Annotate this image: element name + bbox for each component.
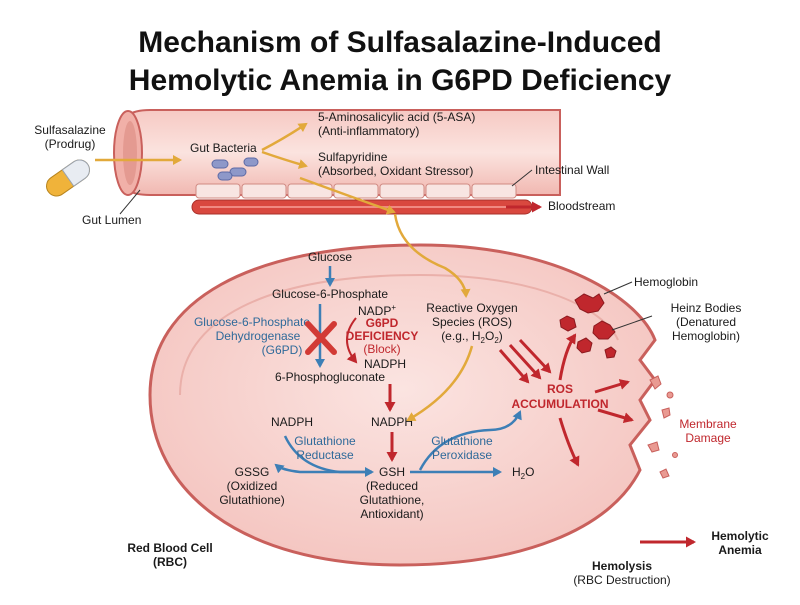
asa-name: 5-Aminosalicylic acid (5-ASA) <box>318 110 475 124</box>
deficiency-line-2: DEFICIENCY <box>346 329 419 343</box>
ros-accumulation-line-1: ROS <box>547 382 573 396</box>
gsh-line-1: GSH <box>379 465 405 479</box>
capsule-icon <box>46 159 90 197</box>
gsh-line-3: Glutathione, <box>360 493 425 507</box>
hemoglobin-clump-icon <box>559 293 617 359</box>
heinz-line-1: Heinz Bodies <box>671 301 742 315</box>
ros-accumulation-line-2: ACCUMULATION <box>511 397 608 411</box>
gr-line-1: Glutathione <box>294 434 356 448</box>
hemolysis-line-2: (RBC Destruction) <box>573 573 670 587</box>
block-label: (Block) <box>363 342 400 356</box>
membrane-fragments <box>647 375 678 479</box>
gsh-line-2: (Reduced <box>366 479 418 493</box>
heinz-line-2: (Denatured <box>676 315 736 329</box>
cell-label-line-2: (RBC) <box>153 555 187 569</box>
gp-line-1: Glutathione <box>431 434 493 448</box>
arrow-ros-to-hemoglobin <box>558 333 577 381</box>
gssg-line-2: (Oxidized <box>227 479 278 493</box>
arrow-ros-to-nadph <box>406 345 474 422</box>
ros-line-1: Reactive Oxygen <box>426 301 517 315</box>
g6p-label: Glucose-6-Phosphate <box>272 287 388 301</box>
gssg-line-3: Glutathione) <box>219 493 284 507</box>
anemia-line-2: Anemia <box>718 543 762 557</box>
x-block-icon <box>305 321 337 355</box>
arrow-vessel-to-ros <box>393 213 471 298</box>
drug-name: Sulfasalazine <box>34 123 106 137</box>
nadp-label: NADP+ <box>358 303 396 318</box>
drug-note: (Prodrug) <box>45 137 96 151</box>
bacteria-icon <box>211 157 259 181</box>
sulfa-note: (Absorbed, Oxidant Stressor) <box>318 164 473 178</box>
nadph-top-label: NADPH <box>364 357 406 371</box>
deficiency-line-1: G6PD <box>366 316 399 330</box>
gp-line-2: Peroxidase <box>432 448 492 462</box>
title-line-1: Mechanism of Sulfasalazine-Induced <box>138 26 661 59</box>
ros-burst-arrows <box>498 338 552 384</box>
hemoglobin-label: Hemoglobin <box>634 275 698 289</box>
arrow-gssg-back <box>274 463 372 474</box>
intestinal-wall <box>195 183 517 199</box>
arrow-ros-to-membrane-1 <box>594 379 630 394</box>
arrow-ros-to-membrane-2 <box>597 408 634 424</box>
asa-note: (Anti-inflammatory) <box>318 124 419 138</box>
h2o-label: H2O <box>512 465 534 481</box>
gssg-line-1: GSSG <box>235 465 270 479</box>
gr-line-2: Reductase <box>296 448 354 462</box>
membrane-line-1: Membrane <box>679 417 737 431</box>
enzyme-line-3: (G6PD) <box>262 343 303 357</box>
cell-label-line-1: Red Blood Cell <box>127 541 212 555</box>
enzyme-line-2: Dehydrogenase <box>216 329 301 343</box>
arrow-nadp-to-nadph <box>346 317 358 364</box>
pg-label: 6-Phosphogluconate <box>275 370 385 384</box>
arrow-sulfa-absorbed <box>299 176 396 215</box>
glucose-label: Glucose <box>308 250 352 264</box>
membrane-line-2: Damage <box>685 431 731 445</box>
title-line-2: Hemolytic Anemia in G6PD Deficiency <box>129 64 672 97</box>
gut-lumen-label: Gut Lumen <box>82 213 141 227</box>
sulfa-name: Sulfapyridine <box>318 150 388 164</box>
arrow-ros-to-hemolysis <box>558 417 580 467</box>
arrow-to-sulfapyridine <box>261 150 308 169</box>
intestinal-wall-label: Intestinal Wall <box>535 163 609 177</box>
gsh-line-4: Antioxidant) <box>360 507 423 521</box>
enzyme-line-1: Glucose-6-Phosphate <box>194 315 310 329</box>
anemia-line-1: Hemolytic <box>711 529 769 543</box>
nadph-left-label: NADPH <box>271 415 313 429</box>
blood-vessel <box>191 199 533 215</box>
arrow-to-asa <box>261 122 308 152</box>
ros-line-3: (e.g., H2O2) <box>441 329 503 345</box>
ros-line-2: Species (ROS) <box>432 315 512 329</box>
hemolysis-line-1: Hemolysis <box>592 559 652 573</box>
bloodstream-label: Bloodstream <box>548 199 615 213</box>
arrow-gp-cycle <box>418 410 522 471</box>
heinz-line-3: Hemoglobin) <box>672 329 740 343</box>
gut-bacteria-label: Gut Bacteria <box>190 141 257 155</box>
nadph-mid-label: NADPH <box>371 415 413 429</box>
